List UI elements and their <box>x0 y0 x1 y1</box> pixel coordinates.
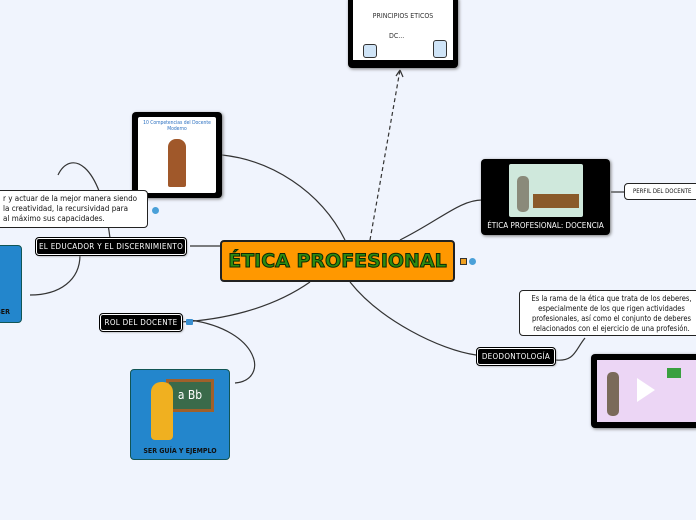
note-line: profesionales, así como el conjunto de d… <box>531 314 691 323</box>
deodontologia-note[interactable]: Es la rama de la ética que trata de los … <box>519 290 696 336</box>
topic-rol[interactable]: ROL DEL DOCENTE <box>99 313 183 332</box>
chalkboard-image: a Bb <box>166 379 214 412</box>
hand-icon <box>363 44 377 58</box>
node-label: ÉTICA PROFESIONAL: DOCENCIA <box>487 221 604 230</box>
node-label: SER GUÍA Y EJEMPLO <box>143 447 217 455</box>
topic-label: PERFIL DEL DOCENTE <box>633 188 692 195</box>
note-line: al máximo sus capacidades. <box>3 214 105 223</box>
saber-image-node[interactable]: BER <box>0 245 22 323</box>
node-label: BER <box>0 308 10 316</box>
topic-perfil[interactable]: PERFIL DEL DOCENTE <box>624 183 696 200</box>
guia-image-node[interactable]: a Bb SER GUÍA Y EJEMPLO <box>130 369 230 460</box>
central-title: ÉTICA PROFESIONAL <box>228 250 448 273</box>
note-line: especialmente de los que rigen actividad… <box>538 304 685 313</box>
play-icon <box>637 378 655 402</box>
principios-eticos-image-node[interactable]: PRINCIPIOS ETICOS DC... <box>348 0 458 68</box>
link-icon[interactable] <box>152 207 159 214</box>
teacher-figure-icon <box>151 382 173 440</box>
competencias-image-node[interactable]: 10 Competencias del Docente Moderno <box>132 112 222 198</box>
topic-label: DEODONTOLOGÍA <box>481 352 551 361</box>
topic-deodontologia[interactable]: DEODONTOLOGÍA <box>476 347 556 366</box>
attachment-icon[interactable] <box>186 319 193 325</box>
competencias-art-text: 10 Competencias del Docente Moderno <box>143 120 211 132</box>
note-line: r y actuar de la mejor manera siendo <box>3 194 138 203</box>
thumbs-icon <box>433 40 447 58</box>
classroom-image <box>509 164 583 217</box>
topic-educador[interactable]: EL EDUCADOR Y EL DISCERNIMIENTO <box>35 237 187 256</box>
money-icon <box>667 368 681 378</box>
note-line: la creatividad, la recursividad para <box>3 204 129 213</box>
link-icon[interactable] <box>469 258 476 265</box>
teacher-figure-icon <box>168 139 186 187</box>
note-line: relacionados con el ejercicio de una pro… <box>533 324 690 333</box>
central-topic[interactable]: ÉTICA PROFESIONAL <box>220 240 455 282</box>
principios-art-text: PRINCIPIOS ETICOS <box>372 12 434 20</box>
topic-label: ROL DEL DOCENTE <box>104 318 178 327</box>
note-line: Es la rama de la ética que trata de los … <box>531 294 692 303</box>
notes-icon[interactable] <box>460 258 467 265</box>
video-image-node[interactable] <box>591 354 696 428</box>
topic-label: EL EDUCADOR Y EL DISCERNIMIENTO <box>38 242 184 251</box>
educador-note[interactable]: r y actuar de la mejor manera siendo la … <box>0 190 148 228</box>
docencia-image-node[interactable]: ÉTICA PROFESIONAL: DOCENCIA <box>481 159 610 235</box>
principios-sub-art: DC... <box>389 32 405 40</box>
person-icon <box>607 372 619 416</box>
